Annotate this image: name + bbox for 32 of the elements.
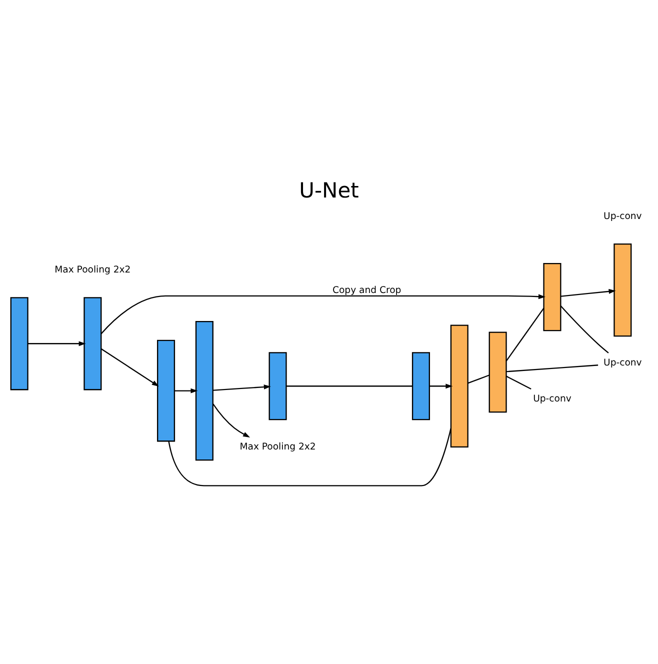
connector	[468, 374, 490, 384]
arrow	[100, 294, 546, 334]
diagram-title: U-Net	[299, 178, 359, 202]
node-bar	[488, 332, 507, 413]
node-bar	[157, 340, 176, 442]
node-text: Up-conv	[533, 394, 572, 405]
arrow	[212, 404, 250, 438]
node-bar	[195, 320, 214, 461]
arrow	[174, 388, 198, 394]
arrow	[429, 384, 453, 389]
node-bar	[614, 244, 632, 337]
node-bar	[10, 297, 28, 390]
arrow	[212, 384, 271, 391]
arrow	[560, 288, 616, 297]
connector	[506, 364, 598, 372]
node-bar	[412, 352, 430, 420]
connector	[506, 308, 544, 362]
label: Up-conv	[604, 210, 642, 222]
connector	[286, 386, 412, 387]
edge-label: Copy and Crop	[332, 284, 402, 296]
node-text: Up-conv	[604, 358, 642, 369]
arrow	[28, 341, 86, 346]
label: Max Pooling 2x2	[54, 264, 131, 276]
connector	[506, 376, 532, 390]
node-bar	[84, 297, 102, 390]
node-bar	[268, 352, 287, 420]
connector	[560, 306, 609, 354]
node-text: Max Pooling 2x2	[240, 441, 316, 452]
node-bar	[543, 263, 562, 332]
connector	[168, 428, 452, 486]
arrow	[100, 348, 159, 386]
node-bar	[450, 324, 468, 448]
